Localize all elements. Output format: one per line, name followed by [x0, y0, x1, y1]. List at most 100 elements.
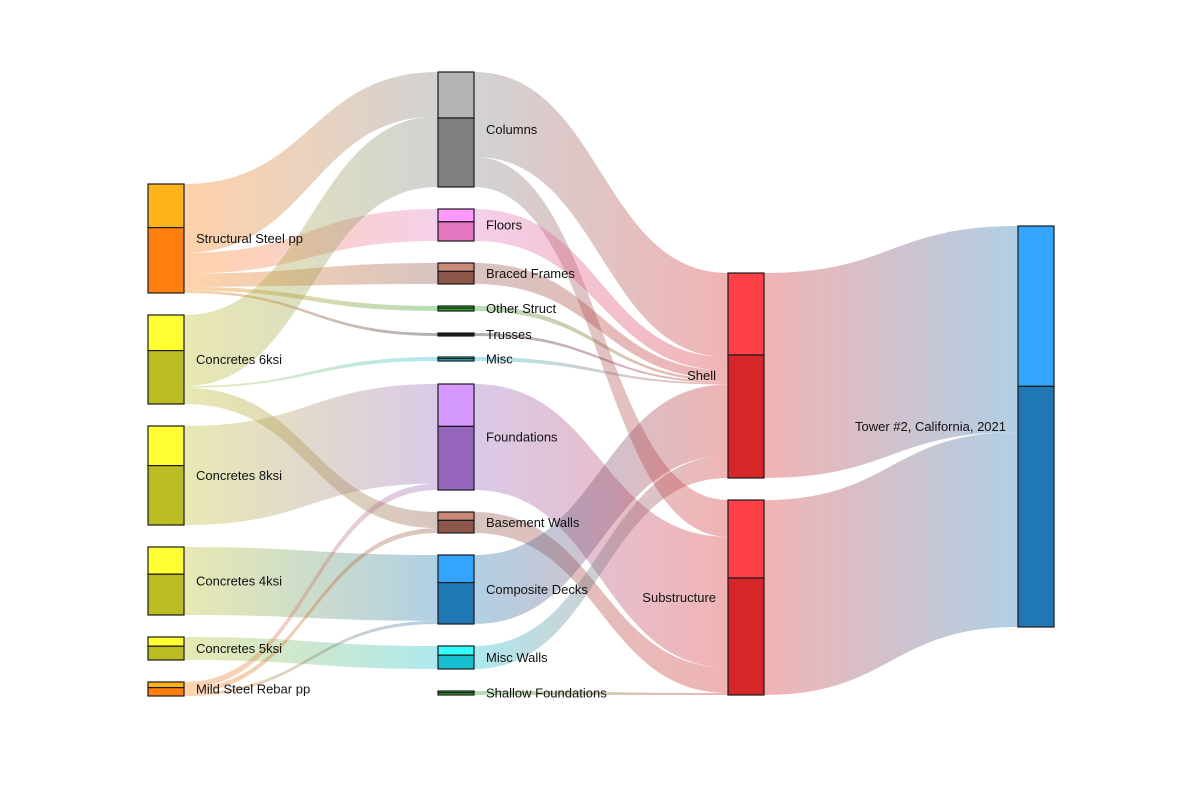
node-tower-bottom	[1017, 385, 1055, 628]
node-shell-top	[727, 272, 765, 356]
node-c6-top	[147, 314, 185, 352]
node-columns[interactable]	[437, 71, 475, 188]
link-floors-to-shell	[474, 209, 728, 371]
node-shell[interactable]	[727, 272, 765, 479]
node-label-sub: Substructure	[642, 590, 716, 605]
link-columns-to-sub	[474, 156, 728, 537]
node-label-misc: Misc	[486, 352, 513, 367]
node-label-rebar: Mild Steel Rebar pp	[196, 682, 310, 697]
node-floors-top	[437, 208, 475, 223]
link-miscwalls-to-shell	[474, 455, 728, 669]
node-c8-bottom	[147, 465, 185, 526]
node-sub[interactable]	[727, 499, 765, 696]
link-composite-to-shell	[474, 384, 728, 624]
link-misc-to-shell	[474, 357, 728, 385]
node-other[interactable]	[437, 305, 475, 312]
node-label-c8: Concretes 8ksi	[196, 468, 282, 483]
node-c8[interactable]	[147, 425, 185, 526]
node-label-columns: Columns	[486, 122, 538, 137]
node-braced-top	[437, 262, 475, 272]
node-misc-bottom	[437, 358, 475, 362]
link-c6-to-misc	[184, 357, 438, 388]
node-label-steel: Structural Steel pp	[196, 231, 303, 246]
node-label-c6: Concretes 6ksi	[196, 352, 282, 367]
node-label-foundations: Foundations	[486, 430, 558, 445]
node-floors-bottom	[437, 221, 475, 242]
sankey-links	[184, 72, 1018, 696]
node-c6-bottom	[147, 350, 185, 405]
node-label-shallow: Shallow Foundations	[486, 686, 607, 701]
node-c4[interactable]	[147, 546, 185, 616]
node-rebar-bottom	[147, 686, 185, 697]
node-composite[interactable]	[437, 554, 475, 625]
node-tower[interactable]	[1017, 225, 1055, 628]
node-foundations[interactable]	[437, 383, 475, 491]
node-steel-bottom	[147, 227, 185, 294]
node-c5-top	[147, 636, 185, 647]
link-steel-to-trusses	[184, 290, 438, 336]
sankey-nodes	[147, 71, 1055, 697]
link-basement-to-sub	[474, 512, 728, 694]
node-composite-bottom	[437, 581, 475, 625]
node-label-floors: Floors	[486, 218, 523, 233]
node-miscwalls[interactable]	[437, 645, 475, 670]
node-misc[interactable]	[437, 356, 475, 362]
node-foundations-top	[437, 383, 475, 428]
node-c5-bottom	[147, 645, 185, 661]
node-steel[interactable]	[147, 183, 185, 294]
link-trusses-to-shell	[474, 333, 728, 383]
node-label-composite: Composite Decks	[486, 582, 588, 597]
node-c6[interactable]	[147, 314, 185, 405]
node-trusses[interactable]	[437, 332, 475, 337]
node-rebar[interactable]	[147, 681, 185, 697]
node-composite-top	[437, 554, 475, 584]
node-floors[interactable]	[437, 208, 475, 242]
node-columns-top	[437, 71, 475, 119]
node-basement-bottom	[437, 519, 475, 534]
node-c4-bottom	[147, 573, 185, 616]
node-shallow-bottom	[437, 691, 475, 696]
link-rebar-to-basement	[184, 528, 438, 693]
node-label-miscwalls: Misc Walls	[486, 650, 548, 665]
link-shell-to-tower	[764, 226, 1018, 478]
link-rebar-to-foundations	[184, 483, 438, 689]
node-basement-top	[437, 511, 475, 521]
node-columns-bottom	[437, 117, 475, 188]
node-label-tower: Tower #2, California, 2021	[855, 419, 1006, 434]
link-steel-to-other	[184, 286, 438, 311]
link-c6-to-columns	[184, 116, 438, 387]
link-c8-to-foundations	[184, 384, 438, 525]
node-c8-top	[147, 425, 185, 467]
node-shallow[interactable]	[437, 690, 475, 696]
node-label-shell: Shell	[687, 368, 716, 383]
link-other-to-shell	[474, 306, 728, 382]
link-columns-to-shell	[474, 72, 728, 358]
node-braced-bottom	[437, 270, 475, 285]
node-foundations-bottom	[437, 425, 475, 491]
sankey-labels: Structural Steel pp Concretes 6ksiConcret…	[196, 122, 1006, 701]
link-rebar-to-composite	[184, 620, 438, 696]
node-sub-top	[727, 499, 765, 579]
link-c5-to-miscwalls	[184, 637, 438, 669]
node-label-basement: Basement Walls	[486, 515, 580, 530]
node-c4-top	[147, 546, 185, 575]
link-steel-to-columns	[184, 72, 438, 253]
node-steel-top	[147, 183, 185, 229]
node-rebar-top	[147, 681, 185, 689]
node-miscwalls-bottom	[437, 654, 475, 670]
node-braced[interactable]	[437, 262, 475, 285]
node-c5[interactable]	[147, 636, 185, 661]
node-label-braced: Braced Frames	[486, 266, 575, 281]
node-shell-bottom	[727, 354, 765, 479]
link-braced-to-shell	[474, 263, 728, 379]
link-sub-to-tower	[764, 432, 1018, 695]
node-trusses-bottom	[437, 333, 475, 337]
node-basement[interactable]	[437, 511, 475, 534]
node-label-trusses: Trusses	[486, 327, 532, 342]
node-label-other: Other Struct	[486, 301, 556, 316]
link-shallow-to-sub	[474, 691, 728, 695]
node-miscwalls-top	[437, 645, 475, 656]
node-label-c5: Concretes 5ksi	[196, 641, 282, 656]
node-label-c4: Concretes 4ksi	[196, 574, 282, 589]
